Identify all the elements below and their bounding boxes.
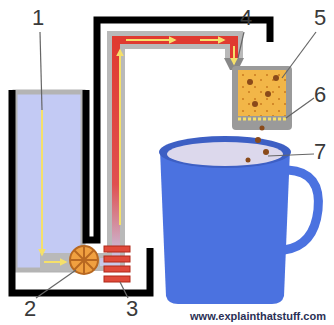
leader-line <box>36 32 316 298</box>
mug <box>160 150 290 304</box>
callout-number: 4 <box>240 7 252 29</box>
coffee-surface <box>167 142 283 166</box>
heater <box>104 246 130 282</box>
callout-number: 5 <box>314 7 326 29</box>
coffee-drip <box>260 126 265 131</box>
filter-holder <box>232 66 292 130</box>
callout-number: 3 <box>126 298 138 320</box>
watermark: www.explainthatstuff.com <box>190 311 326 322</box>
hot-water <box>116 40 234 58</box>
mug-handle <box>284 170 318 250</box>
coffee-drip <box>255 137 261 143</box>
coffee-grounds <box>238 70 286 116</box>
water-reservoir <box>15 92 83 270</box>
filter-paper <box>238 118 286 121</box>
flow-arrow <box>42 40 234 262</box>
coffee-drip <box>246 158 251 163</box>
coffee-drip <box>263 149 269 155</box>
callout-number: 6 <box>314 84 326 106</box>
callout-number: 2 <box>24 298 36 320</box>
mug-rim <box>159 136 291 168</box>
pump <box>70 246 98 274</box>
callout-number: 7 <box>314 141 326 163</box>
callout-number: 1 <box>32 7 44 29</box>
machine-housing <box>12 90 150 293</box>
